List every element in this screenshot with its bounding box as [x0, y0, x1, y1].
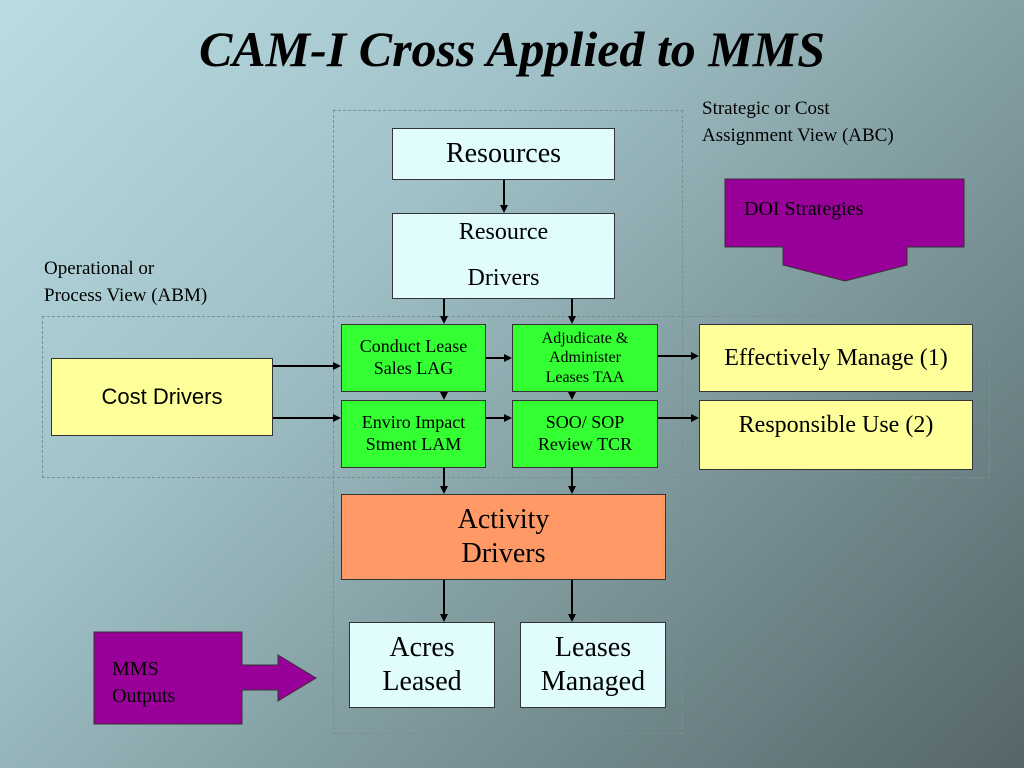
- operational-view-region: [42, 316, 990, 478]
- resources-box: Resources: [392, 128, 615, 180]
- acres-leased-box: Acres Leased: [349, 622, 495, 708]
- doi-strategies-label: DOI Strategies: [744, 198, 864, 220]
- page-title: CAM-I Cross Applied to MMS: [198, 21, 826, 77]
- effectively-manage-box: Effectively Manage (1): [699, 324, 973, 392]
- leases-managed-box: Leases Managed: [520, 622, 666, 708]
- activity-drivers-box: Activity Drivers: [341, 494, 666, 580]
- operational-view-label: Operational or Process View (ABM): [44, 258, 208, 306]
- mms-outputs-arrow-shape: [93, 631, 317, 725]
- responsible-use-box: Responsible Use (2): [699, 400, 973, 470]
- enviro-impact-box: Enviro Impact Stment LAM: [341, 400, 486, 468]
- adjudicate-administer-box: Adjudicate & Administer Leases TAA: [512, 324, 658, 392]
- resource-drivers-box: Resource Drivers: [392, 213, 615, 299]
- mms-outputs-label: MMS Outputs: [112, 658, 176, 707]
- doi-strategies-arrow-shape: [724, 178, 965, 282]
- conduct-lease-sales-box: Conduct Lease Sales LAG: [341, 324, 486, 392]
- strategic-view-region: [333, 110, 683, 734]
- soo-sop-review-box: SOO/ SOP Review TCR: [512, 400, 658, 468]
- strategic-view-label: Strategic or Cost Assignment View (ABC): [702, 98, 894, 146]
- cost-drivers-box: Cost Drivers: [51, 358, 273, 436]
